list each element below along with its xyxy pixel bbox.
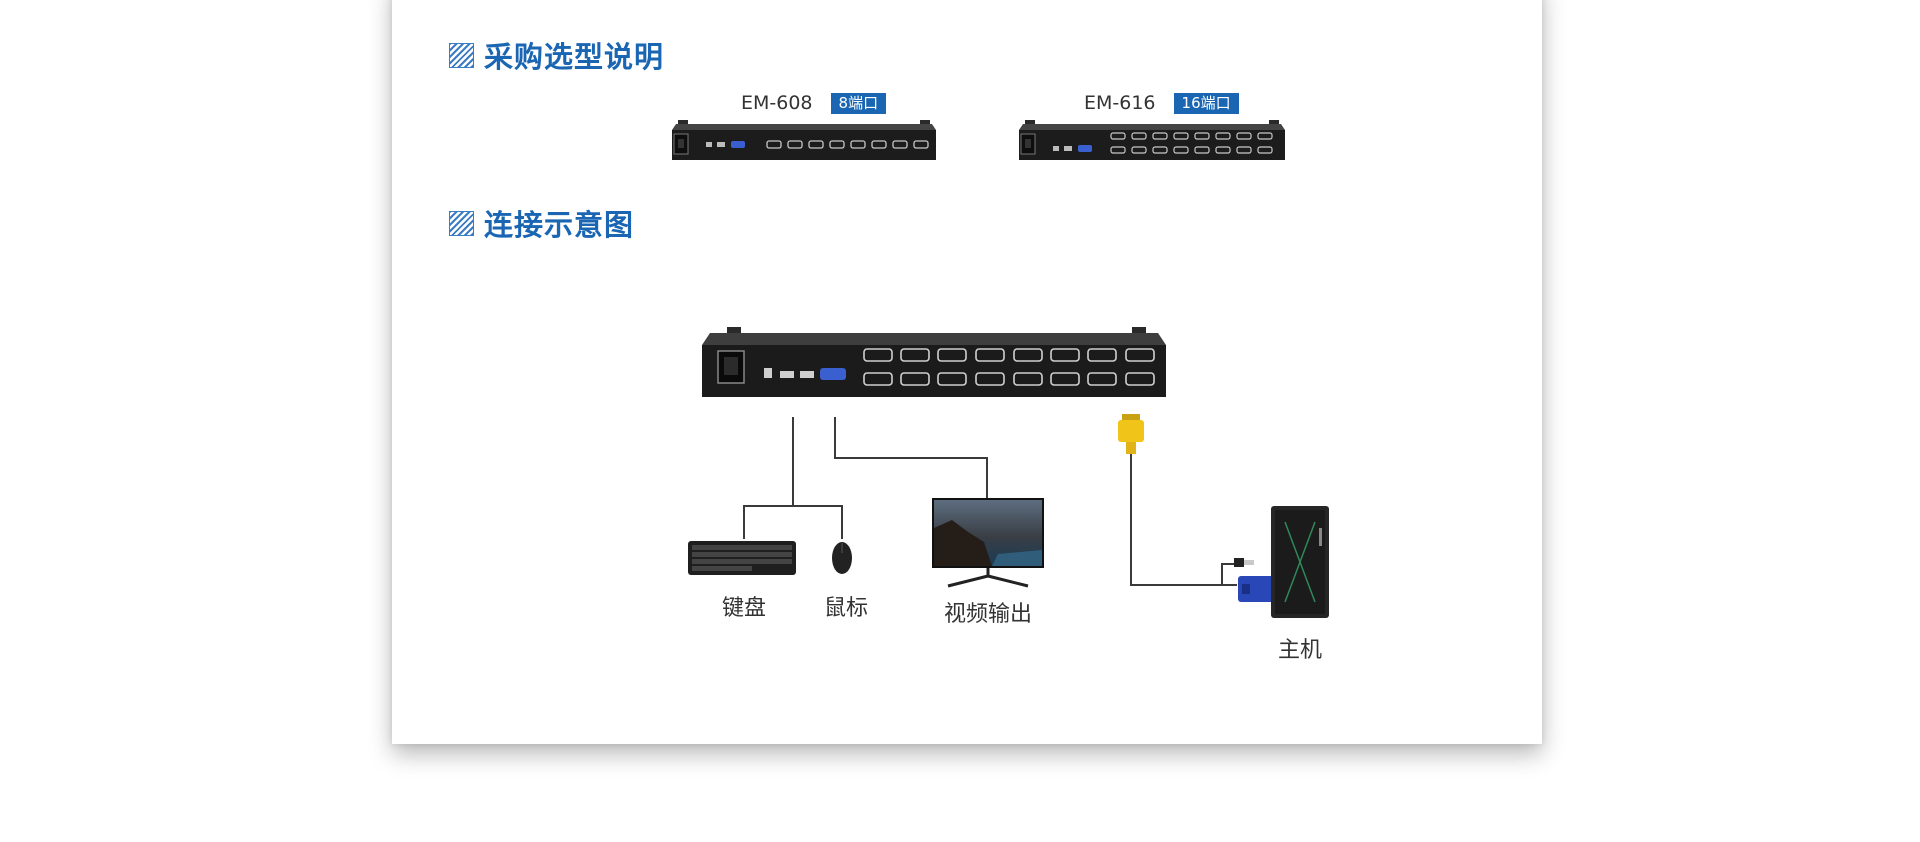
mouse-label: 鼠标 [823, 596, 868, 621]
vga-connector-yellow-icon [1118, 414, 1144, 454]
monitor-label: 视频输出 [943, 602, 1032, 627]
model-label-em616: EM-616 16端口 [1084, 92, 1239, 114]
model-name: EM-616 [1084, 92, 1156, 114]
hatch-square-icon [449, 42, 474, 68]
section-title: 采购选型说明 [484, 40, 665, 74]
keyboard-image [688, 541, 796, 575]
model-label-em608: EM-608 8端口 [741, 92, 887, 114]
host-pc-image [1271, 506, 1329, 618]
port-badge: 8端口 [830, 92, 887, 114]
section-heading-connection: 连接示意图 [449, 202, 634, 244]
monitor-image [932, 498, 1044, 588]
model-name: EM-608 [741, 92, 813, 114]
keyboard-label: 键盘 [721, 596, 766, 621]
kvm-switch-main-image [702, 327, 1166, 397]
section-heading-selection: 采购选型说明 [449, 34, 664, 76]
em608-device-image [672, 120, 936, 160]
mouse-icon [832, 542, 852, 574]
em616-device-image [1019, 120, 1285, 160]
hatch-square-icon [449, 210, 474, 236]
section-title: 连接示意图 [484, 208, 635, 242]
port-badge: 16端口 [1173, 92, 1239, 114]
host-label: 主机 [1277, 638, 1322, 663]
connection-lines [743, 417, 1237, 586]
document-sheet: 采购选型说明 EM-608 8端口 EM-616 16端口 [392, 0, 1542, 744]
